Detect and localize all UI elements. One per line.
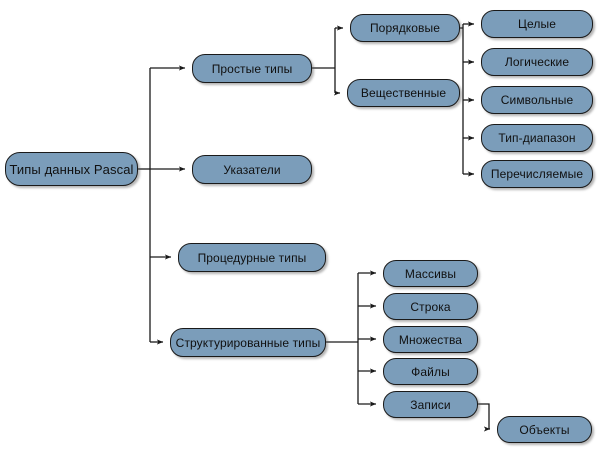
node-root-label: Типы данных Pascal xyxy=(9,161,134,177)
node-simple-types-label: Простые типы xyxy=(211,61,293,76)
node-objects[interactable]: Объекты xyxy=(497,416,592,443)
node-root[interactable]: Типы данных Pascal xyxy=(5,152,138,186)
node-files[interactable]: Файлы xyxy=(383,358,478,385)
node-procedural-types-label: Процедурные типы xyxy=(197,250,307,265)
node-arrays[interactable]: Массивы xyxy=(383,260,478,287)
node-sets[interactable]: Множества xyxy=(383,326,478,353)
node-char-types[interactable]: Символьные xyxy=(481,86,593,114)
node-ordinal-types[interactable]: Порядковые xyxy=(350,14,460,42)
node-range-type[interactable]: Тип-диапазон xyxy=(481,124,593,152)
node-sets-label: Множества xyxy=(398,332,463,347)
node-real-types-label: Вещественные xyxy=(360,86,447,100)
node-string-label: Строка xyxy=(410,299,451,314)
node-char-types-label: Символьные xyxy=(500,93,574,107)
edge-records-to-objects xyxy=(478,403,491,432)
node-string[interactable]: Строка xyxy=(383,293,478,320)
node-integer-types-label: Целые xyxy=(518,17,556,31)
node-procedural-types[interactable]: Процедурные типы xyxy=(178,243,326,272)
node-enumerated-types-label: Перечисляемые xyxy=(490,167,584,181)
node-real-types[interactable]: Вещественные xyxy=(347,79,460,107)
node-structured-types-label: Структурированные типы xyxy=(175,335,321,350)
node-records-label: Записи xyxy=(410,397,451,412)
node-arrays-label: Массивы xyxy=(404,266,457,281)
node-structured-types[interactable]: Структурированные типы xyxy=(170,328,326,357)
node-pointers-label: Указатели xyxy=(223,162,281,177)
node-files-label: Файлы xyxy=(411,364,450,379)
node-objects-label: Объекты xyxy=(519,422,570,437)
node-integer-types[interactable]: Целые xyxy=(481,10,593,38)
node-pointers[interactable]: Указатели xyxy=(192,155,312,184)
node-enumerated-types[interactable]: Перечисляемые xyxy=(481,160,593,188)
node-range-type-label: Тип-диапазон xyxy=(498,131,576,145)
node-boolean-types[interactable]: Логические xyxy=(481,48,593,76)
node-records[interactable]: Записи xyxy=(383,391,478,418)
node-boolean-types-label: Логические xyxy=(504,55,570,69)
node-simple-types[interactable]: Простые типы xyxy=(192,54,312,83)
node-ordinal-types-label: Порядковые xyxy=(369,21,441,35)
